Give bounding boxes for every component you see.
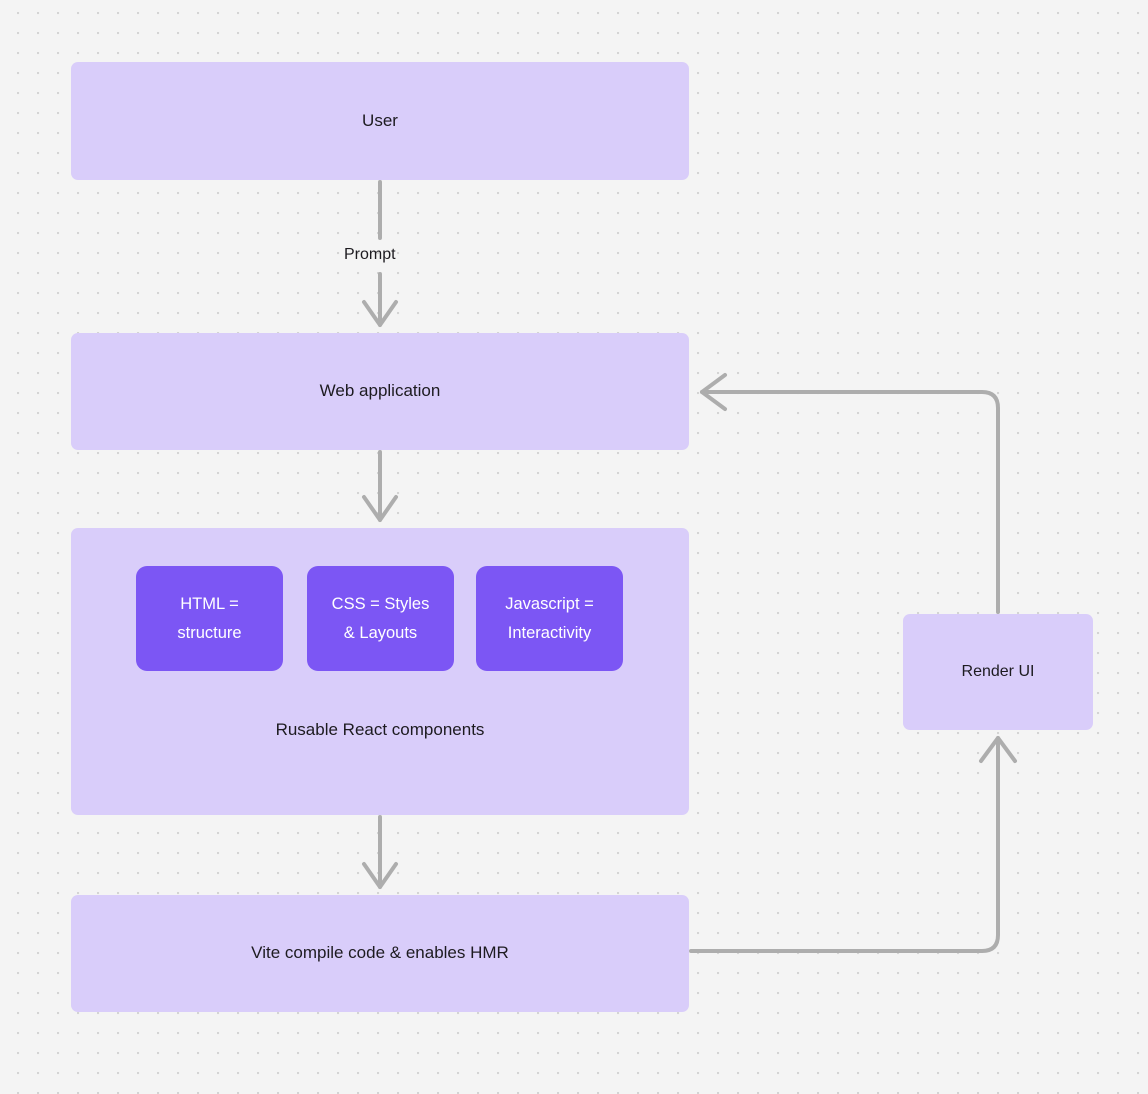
edge-webapp-to-components [362, 450, 398, 522]
chip-css-line2: & Layouts [343, 623, 418, 642]
chip-javascript-line1: Javascript = [505, 594, 594, 613]
chip-html-line2: structure [177, 623, 242, 642]
node-user-label: User [362, 110, 398, 130]
chip-css-label: CSS = Styles & Layouts [332, 590, 430, 648]
chip-html[interactable]: HTML = structure [136, 566, 283, 671]
edge-label-prompt: Prompt [344, 246, 396, 263]
chip-css[interactable]: CSS = Styles & Layouts [307, 566, 454, 671]
chip-javascript[interactable]: Javascript = Interactivity [476, 566, 623, 671]
chip-javascript-label: Javascript = Interactivity [505, 590, 594, 648]
node-vite[interactable]: Vite compile code & enables HMR [71, 895, 689, 1012]
node-react-components-caption: Rusable React components [275, 720, 485, 739]
node-vite-label: Vite compile code & enables HMR [251, 943, 509, 963]
edge-components-to-vite [362, 815, 398, 889]
chip-html-line1: HTML = [180, 594, 239, 613]
node-user[interactable]: User [71, 62, 689, 180]
node-render-ui[interactable]: Render UI [903, 614, 1093, 730]
edge-vite-to-render [689, 736, 1017, 953]
chip-javascript-line2: Interactivity [507, 623, 592, 642]
node-react-components[interactable]: HTML = structure CSS = Styles & Layouts … [71, 528, 689, 815]
node-web-application-label: Web application [319, 381, 441, 401]
edge-render-to-webapp [700, 373, 1000, 614]
node-web-application[interactable]: Web application [71, 333, 689, 450]
chip-css-line1: CSS = Styles [331, 594, 430, 613]
chip-html-label: HTML = structure [177, 590, 241, 648]
node-render-ui-label: Render UI [961, 663, 1035, 681]
